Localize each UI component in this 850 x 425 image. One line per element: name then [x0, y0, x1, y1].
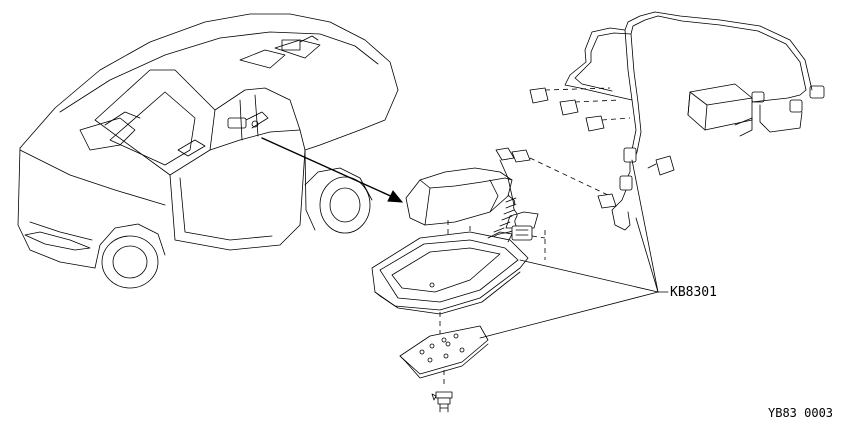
wiring-harness [529, 11, 825, 231]
car-illustration [17, 13, 399, 289]
leader-lines [479, 159, 669, 339]
phone-cradle [371, 220, 529, 342]
telephone-handset [405, 147, 617, 260]
mounting-plate [399, 325, 489, 388]
bolt [431, 391, 453, 413]
pointer-arrow [261, 137, 404, 203]
part-label: KB8301 [670, 285, 717, 300]
figure-code: YB83 0003 [768, 406, 833, 420]
